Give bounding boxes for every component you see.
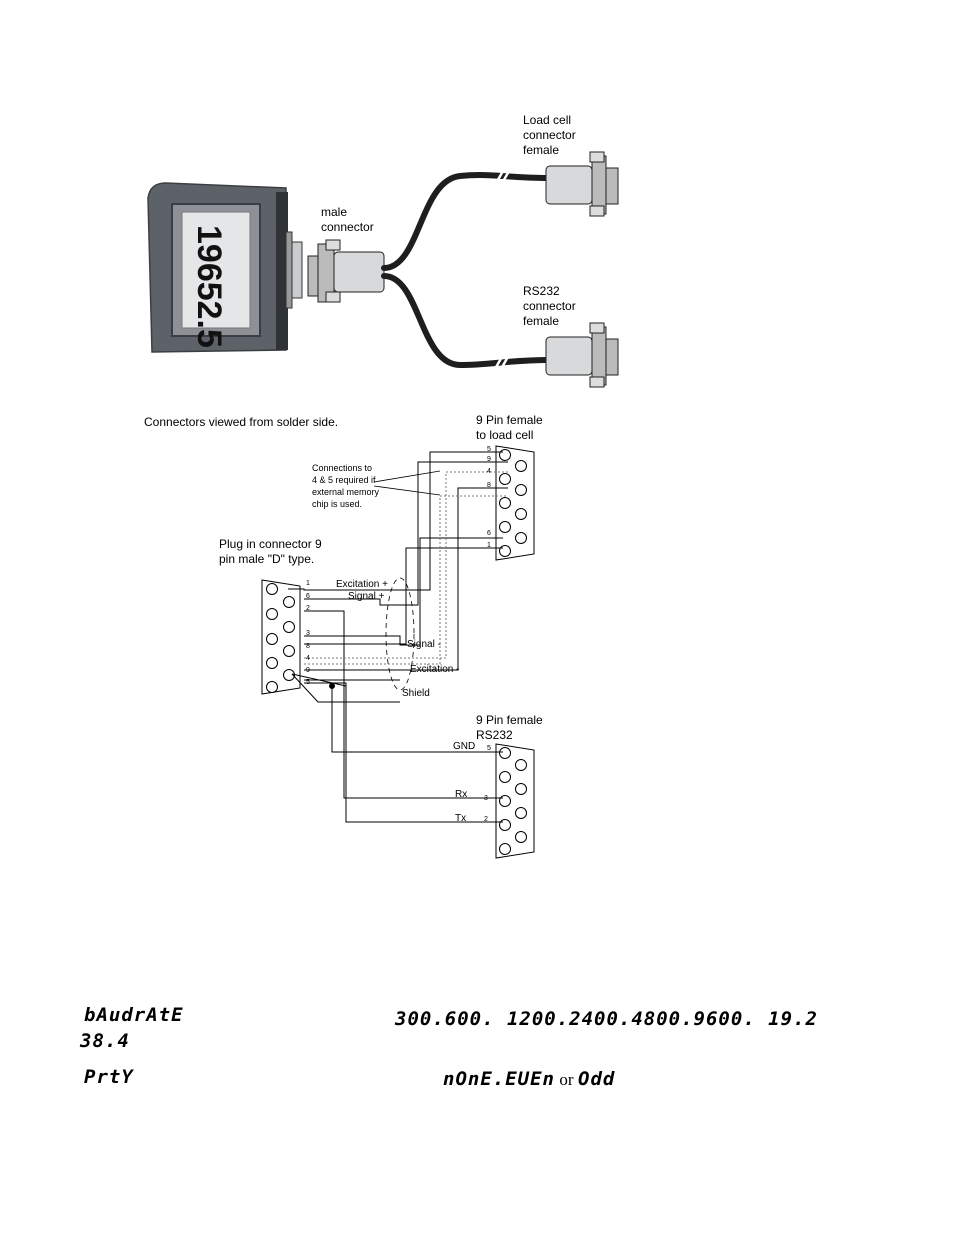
pin-hole — [515, 508, 527, 520]
signal-plus-label: Signal + — [348, 591, 385, 602]
excitation-minus-label: Excitation - — [410, 664, 459, 675]
male-pin-label: 8 — [306, 643, 310, 650]
pin-hole — [499, 747, 511, 759]
pin-hole — [266, 681, 278, 693]
solder-side-note: Connectors viewed from solder side. — [144, 415, 338, 429]
male-pin-label: 5 — [306, 679, 310, 686]
pin-hole — [499, 449, 511, 461]
meter-housing: 19652.5 — [147, 182, 303, 353]
male-pin-label: 2 — [306, 605, 310, 612]
gnd-label: GND — [453, 741, 475, 752]
male-pin-label: 6 — [306, 593, 310, 600]
load-cell-pin-label: 4 — [487, 468, 491, 475]
pin-hole — [515, 759, 527, 771]
pin-hole — [283, 621, 295, 633]
pin-hole — [266, 657, 278, 669]
rs232-pin-label: 2 — [484, 816, 488, 823]
load-cell-pin-label: 9 — [487, 456, 491, 463]
pin-hole — [499, 497, 511, 509]
or-word: or — [559, 1070, 574, 1089]
male-connector-label: male connector — [321, 205, 374, 234]
pin-hole — [499, 473, 511, 485]
rs232-label: RS232 connector female — [523, 284, 579, 328]
plug-in-label: Plug in connector 9 pin male "D" type. — [219, 537, 325, 566]
parity-setting-name: PrtY — [84, 1066, 134, 1088]
parity-options: nOnE.EUEn or Odd — [443, 1068, 615, 1090]
tx-label: Tx — [455, 813, 466, 824]
parity-last-option: Odd — [578, 1068, 616, 1090]
rs232-pin-label: 5 — [487, 745, 491, 752]
pin-hole — [515, 783, 527, 795]
pin-hole — [515, 831, 527, 843]
pin-hole — [499, 521, 511, 533]
male-pin-label: 1 — [306, 580, 310, 587]
baud-rate-setting-name: bAudrAtE — [84, 1004, 184, 1026]
pin-hole — [499, 545, 511, 557]
wiring-diagram: 19652.5 Load cell connector female — [144, 113, 619, 859]
rx-label: Rx — [455, 789, 467, 800]
pin-hole — [515, 807, 527, 819]
pin-hole — [515, 460, 527, 472]
pin9-load-cell-label: 9 Pin female to load cell — [476, 413, 546, 442]
pin-numbers: 1 6 2 3 8 4 9 5 5 9 4 8 6 1 5 3 2 — [306, 446, 491, 823]
load-cell-pin-label: 8 — [487, 482, 491, 489]
optional-memory-wires — [304, 471, 508, 665]
rs232-connector — [545, 322, 619, 388]
male-dsub-outline — [261, 579, 301, 695]
split-cable — [381, 172, 551, 369]
excitation-plus-label: Excitation + — [336, 579, 388, 590]
rs232-pin-label: 3 — [484, 795, 488, 802]
pin-hole — [515, 532, 527, 544]
baud-rate-setting-name-continued: 38.4 — [80, 1030, 130, 1052]
pin-hole — [283, 645, 295, 657]
pin-hole — [266, 608, 278, 620]
signal-minus-label: Signal - — [407, 639, 441, 650]
rs232-dsub-outline — [495, 743, 535, 859]
parity-options-list: nOnE.EUEn — [443, 1068, 555, 1090]
dsub-pin-holes — [266, 449, 527, 855]
pin-hole — [266, 583, 278, 595]
shield-label: Shield — [402, 688, 430, 699]
male-pin-label: 9 — [306, 667, 310, 674]
pin-hole — [499, 843, 511, 855]
load-cell-pin-label: 1 — [487, 542, 491, 549]
pin-hole — [499, 795, 511, 807]
load-cell-label: Load cell connector female — [523, 113, 579, 157]
load-cell-pin-label: 6 — [487, 530, 491, 537]
male-pin-label: 4 — [306, 655, 310, 662]
wires — [288, 451, 508, 823]
load-cell-pin-label: 5 — [487, 446, 491, 453]
pin-hole — [266, 633, 278, 645]
load-cell-dsub-outline — [495, 445, 535, 561]
memory-note: Connections to 4 & 5 required if externa… — [312, 463, 382, 509]
memory-note-pointers — [373, 470, 441, 496]
pin-hole — [283, 596, 295, 608]
baud-rate-options: 300.600. 1200.2400.4800.9600. 19.2 — [395, 1008, 818, 1030]
male-connector — [307, 239, 385, 303]
shield-oval — [385, 577, 415, 691]
meter-reading: 19652.5 — [190, 225, 228, 348]
load-cell-connector — [545, 151, 619, 217]
pin9-rs232-label: 9 Pin female RS232 — [476, 713, 546, 742]
pin-hole — [515, 484, 527, 496]
male-pin-label: 3 — [306, 630, 310, 637]
pin-hole — [499, 771, 511, 783]
pin-hole — [499, 819, 511, 831]
